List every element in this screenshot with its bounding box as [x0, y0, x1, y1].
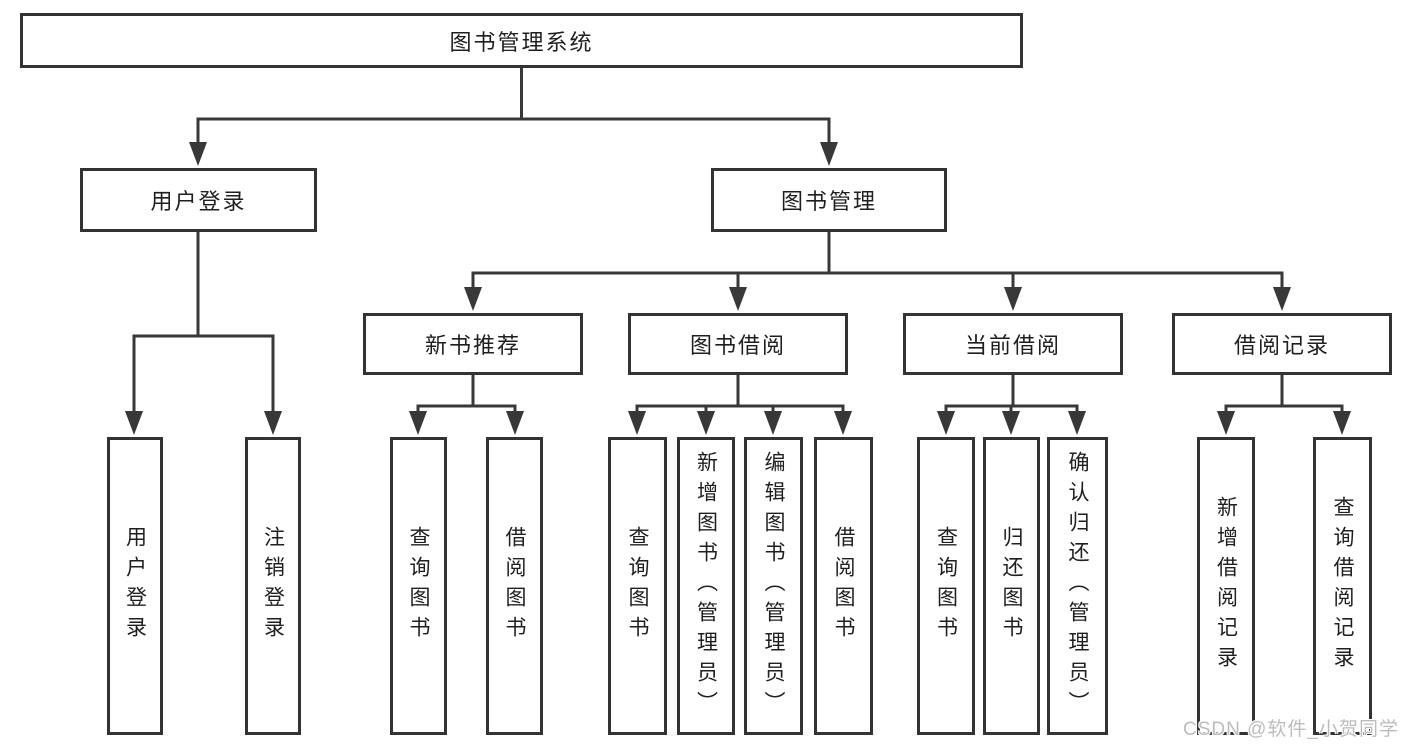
node-label: 查询图书: [407, 526, 430, 646]
node-label: 注销登录: [261, 526, 285, 646]
node-new-book-recommendation: 新书推荐: [363, 313, 583, 375]
node-user-login: 用户登录: [80, 168, 317, 232]
node-label: 借阅图书: [503, 526, 526, 646]
leaf-query-borrow-record: 查询借阅记录: [1313, 437, 1372, 735]
arrowheads: [125, 142, 1351, 435]
node-book-management: 图书管理: [711, 168, 947, 232]
leaf-add-books-admin: 新增图书（管理员）: [677, 437, 735, 735]
node-label: 用户登录: [150, 189, 247, 214]
leaf-borrow-books-borrow: 借阅图书: [814, 437, 873, 735]
node-label: 编辑图书（管理员）: [762, 451, 785, 721]
node-label: 图书管理: [780, 189, 877, 214]
node-label: 查询图书: [934, 526, 958, 646]
node-label: 图书借阅: [689, 333, 786, 358]
node-label: 查询借阅记录: [1331, 496, 1354, 676]
leaf-borrow-books-newbook: 借阅图书: [486, 437, 543, 735]
leaf-user-login: 用户登录: [107, 437, 163, 735]
node-label: 归还图书: [1000, 526, 1023, 646]
leaf-logout: 注销登录: [245, 437, 301, 735]
node-borrowing-records: 借阅记录: [1172, 313, 1392, 375]
leaf-add-borrow-record: 新增借阅记录: [1197, 437, 1255, 735]
leaf-query-books-current: 查询图书: [917, 437, 975, 735]
leaf-edit-books-admin: 编辑图书（管理员）: [744, 437, 803, 735]
node-label: 新增借阅记录: [1214, 496, 1238, 676]
node-label: 用户登录: [123, 526, 147, 646]
node-label: 借阅记录: [1233, 333, 1330, 358]
node-label: 新增图书（管理员）: [694, 451, 718, 721]
node-label: 图书管理系统: [449, 29, 594, 55]
node-label: 当前借阅: [964, 333, 1061, 358]
node-current-borrowing: 当前借阅: [903, 313, 1123, 375]
node-label: 新书推荐: [424, 333, 521, 358]
leaf-return-books: 归还图书: [983, 437, 1040, 735]
node-library-management-system: 图书管理系统: [20, 13, 1023, 68]
leaf-query-books-borrow: 查询图书: [608, 437, 667, 735]
node-label: 确认归还（管理员）: [1066, 451, 1089, 721]
csdn-watermark: CSDN @软件_小贺同学: [1183, 719, 1399, 740]
node-label: 借阅图书: [832, 526, 855, 646]
leaf-confirm-return-admin: 确认归还（管理员）: [1047, 437, 1108, 735]
node-label: 查询图书: [626, 526, 649, 646]
leaf-query-books-newbook: 查询图书: [390, 437, 447, 735]
node-book-borrowing: 图书借阅: [628, 313, 848, 375]
